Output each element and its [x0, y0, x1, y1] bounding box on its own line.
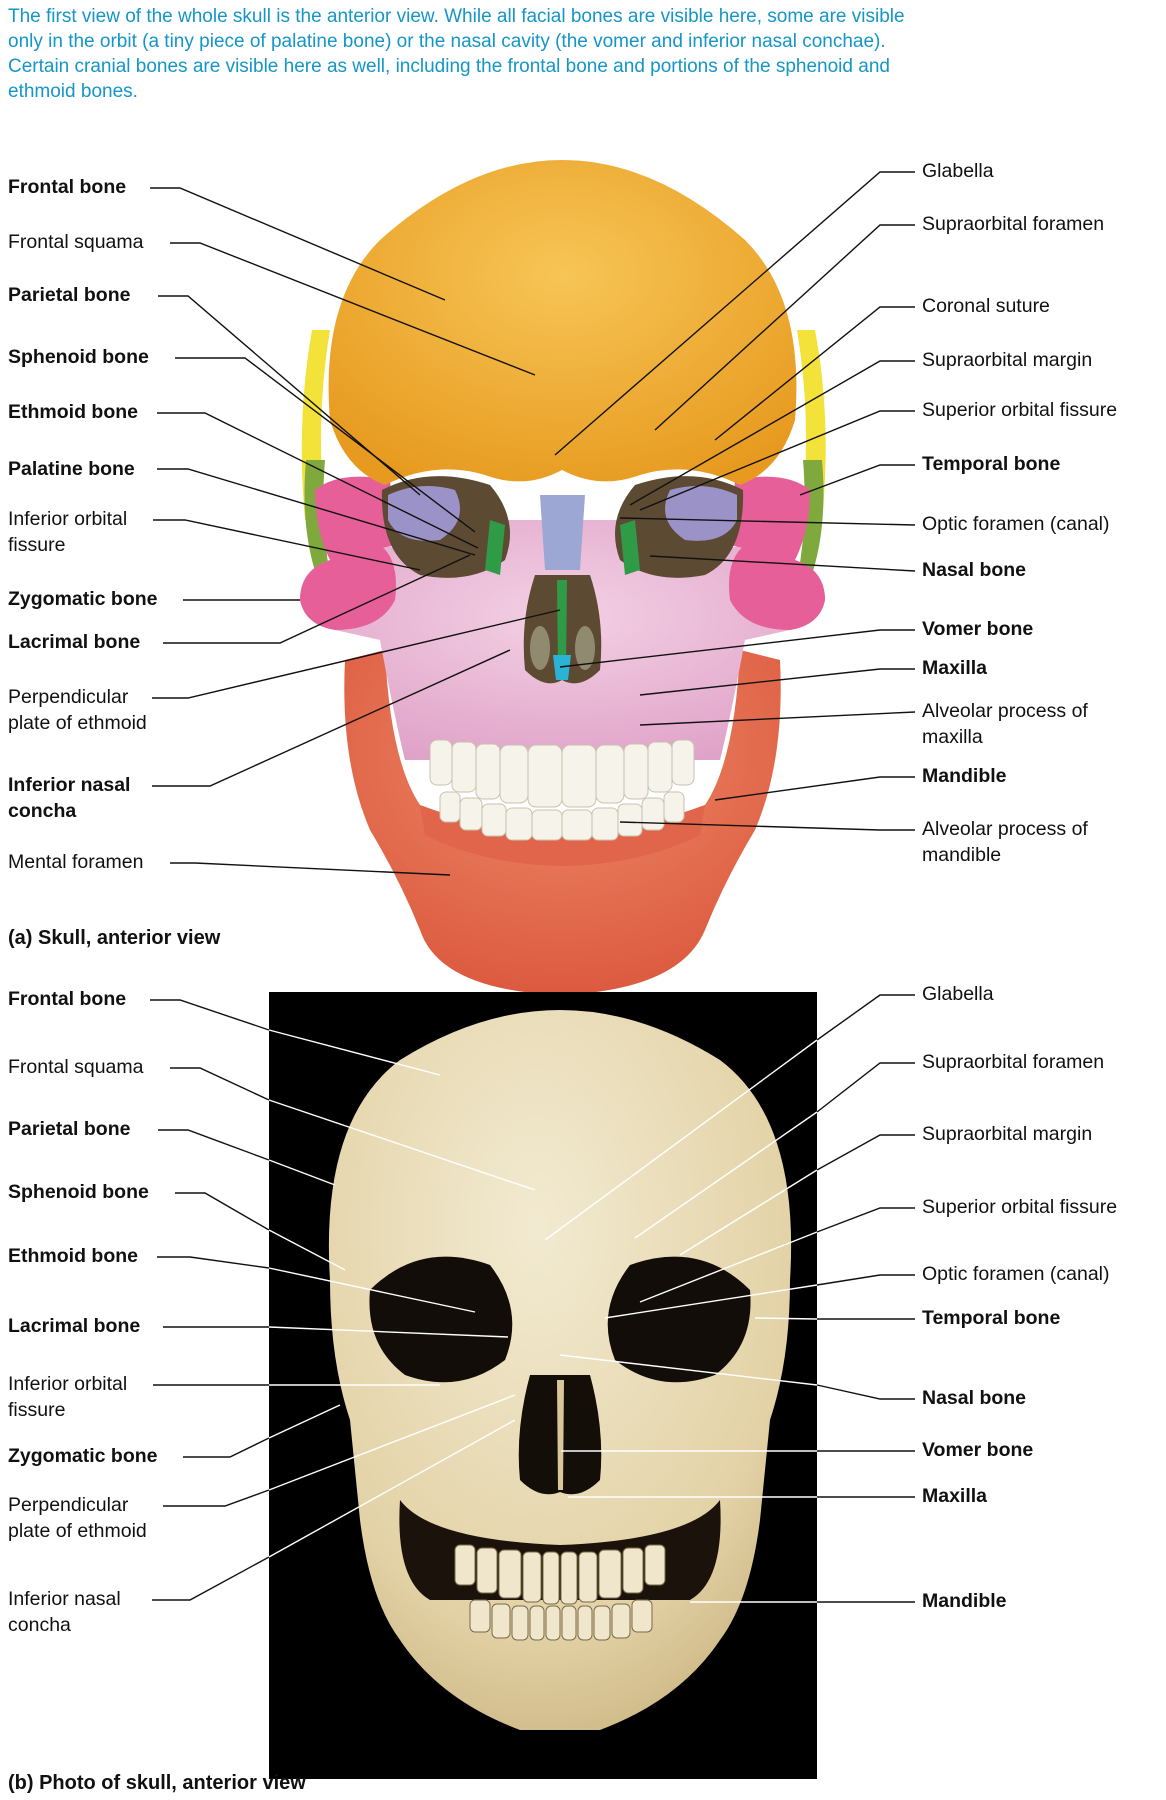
caption-panel-a: (a) Skull, anterior view: [8, 927, 221, 949]
leader-lines-b-right: [544, 994, 915, 1603]
label-a-inferior-nasal-concha-line2: concha: [8, 800, 77, 822]
label-a-inferior-orbital-fissure-line2: fissure: [8, 534, 66, 556]
label-b-lacrimal-bone: Lacrimal bone: [8, 1315, 141, 1337]
photo-orbit-right: [607, 1256, 751, 1383]
photo-septum: [557, 1380, 564, 1490]
label-b-vomer-bone: Vomer bone: [922, 1439, 1034, 1461]
vomer-shape: [553, 655, 571, 680]
label-b-ethmoid-bone: Ethmoid bone: [8, 1245, 138, 1267]
label-a-frontal-bone: Frontal bone: [8, 176, 127, 198]
label-b-perpendicular-plate: Perpendicular: [8, 1494, 129, 1516]
label-a-temporal-bone: Temporal bone: [922, 453, 1061, 475]
label-b-supraorbital-margin: Supraorbital margin: [922, 1123, 1093, 1145]
photo-orbit-left: [369, 1256, 513, 1383]
label-a-nasal-bone: Nasal bone: [922, 559, 1027, 581]
label-a-glabella: Glabella: [922, 160, 994, 182]
illustrated-skull: [300, 160, 826, 995]
label-b-inferior-orbital-fissure-line2: fissure: [8, 1399, 66, 1421]
temporal-region-right: [798, 460, 824, 580]
label-a-mental-foramen: Mental foramen: [8, 851, 144, 873]
label-a-alveolar-mandible: Alveolar process of: [922, 818, 1088, 840]
sphenoid-right: [665, 486, 737, 541]
label-a-mandible: Mandible: [922, 765, 1007, 787]
label-b-perpendicular-plate-line2: plate of ethmoid: [8, 1520, 147, 1542]
leader-lines-b-left: [150, 999, 536, 1601]
label-a-optic-foramen: Optic foramen (canal): [922, 513, 1110, 535]
zygomatic-left: [300, 545, 396, 630]
photo-skull: [328, 1010, 792, 1730]
caption-panel-b: (b) Photo of skull, anterior view: [8, 1772, 306, 1794]
label-b-frontal-squama: Frontal squama: [8, 1056, 144, 1078]
label-b-temporal-bone: Temporal bone: [922, 1307, 1061, 1329]
perpendicular-plate: [557, 580, 567, 670]
inferior-concha-right: [575, 626, 595, 670]
label-b-inferior-nasal-concha: Inferior nasal: [8, 1588, 121, 1610]
label-a-alveolar-mandible-line2: mandible: [922, 844, 1002, 866]
label-a-coronal-suture: Coronal suture: [922, 295, 1050, 317]
label-a-alveolar-maxilla-line2: maxilla: [922, 726, 983, 748]
label-b-optic-foramen: Optic foramen (canal): [922, 1263, 1110, 1285]
label-a-supraorbital-foramen: Supraorbital foramen: [922, 213, 1105, 235]
photo-teeth: [454, 1544, 666, 1641]
label-b-frontal-bone: Frontal bone: [8, 988, 127, 1010]
teeth: [429, 739, 695, 841]
label-a-perpendicular-plate-line2: plate of ethmoid: [8, 712, 147, 734]
label-a-zygomatic-bone: Zygomatic bone: [8, 588, 158, 610]
inferior-concha-left: [530, 626, 550, 670]
label-a-superior-orbital-fissure: Superior orbital fissure: [922, 399, 1118, 421]
leader-lines-a-right: [554, 171, 916, 831]
label-b-maxilla: Maxilla: [922, 1485, 988, 1507]
label-b-parietal-bone: Parietal bone: [8, 1118, 131, 1140]
label-a-frontal-squama: Frontal squama: [8, 231, 144, 253]
label-a-lacrimal-bone: Lacrimal bone: [8, 631, 141, 653]
label-a-perpendicular-plate: Perpendicular: [8, 686, 129, 708]
label-a-inferior-orbital-fissure: Inferior orbital: [8, 508, 128, 530]
label-a-parietal-bone: Parietal bone: [8, 284, 131, 306]
nasal-bone-shape: [540, 495, 585, 570]
label-b-nasal-bone: Nasal bone: [922, 1387, 1027, 1409]
label-a-inferior-nasal-concha: Inferior nasal: [8, 774, 131, 796]
label-a-vomer-bone: Vomer bone: [922, 618, 1034, 640]
label-b-inferior-nasal-concha-line2: concha: [8, 1614, 71, 1636]
label-a-palatine-bone: Palatine bone: [8, 458, 135, 480]
zygomatic-upper-right: [730, 476, 810, 560]
sphenoid-left: [388, 486, 460, 541]
frontal-bone-shape: [328, 160, 797, 485]
mandible-shape: [344, 650, 781, 995]
label-b-glabella: Glabella: [922, 983, 994, 1005]
label-a-maxilla: Maxilla: [922, 657, 988, 679]
leader-lines-a-left: [150, 187, 561, 876]
label-a-sphenoid-bone: Sphenoid bone: [8, 346, 149, 368]
label-b-zygomatic-bone: Zygomatic bone: [8, 1445, 158, 1467]
label-b-superior-orbital-fissure: Superior orbital fissure: [922, 1196, 1118, 1218]
label-b-inferior-orbital-fissure: Inferior orbital: [8, 1373, 128, 1395]
label-a-supraorbital-margin: Supraorbital margin: [922, 349, 1093, 371]
zygomatic-right: [729, 545, 825, 630]
ethmoid-left: [485, 520, 505, 575]
label-b-sphenoid-bone: Sphenoid bone: [8, 1181, 149, 1203]
label-b-mandible: Mandible: [922, 1590, 1007, 1612]
label-a-alveolar-maxilla: Alveolar process of: [922, 700, 1088, 722]
ethmoid-right: [620, 520, 640, 575]
label-a-ethmoid-bone: Ethmoid bone: [8, 401, 138, 423]
intro-text: The first view of the whole skull is the…: [8, 6, 905, 102]
label-b-supraorbital-foramen: Supraorbital foramen: [922, 1051, 1105, 1073]
